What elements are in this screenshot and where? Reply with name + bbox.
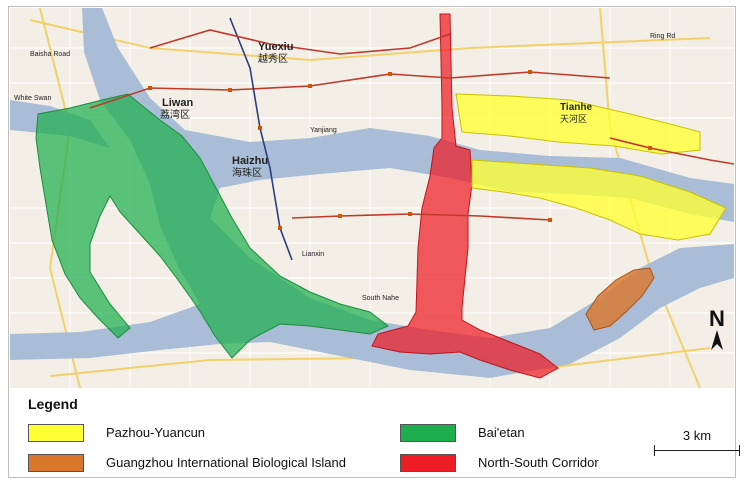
metro-stations xyxy=(148,70,652,230)
district-label-haizhu: Haizhu xyxy=(232,155,268,167)
place-label-south-nahe: South Nahe xyxy=(362,295,399,302)
legend-item-biological-island: Guangzhou International Biological Islan… xyxy=(28,454,398,474)
map-canvas: Liwan 荔湾区 Yuexiu 越秀区 Haizhu 海珠区 Tianhe 天… xyxy=(10,8,734,388)
road-label-ring: Ring Rd xyxy=(650,33,675,40)
scale-bar-tick-left xyxy=(654,445,655,456)
legend-item-pazhou-yuancun: Pazhou-Yuancun xyxy=(28,424,358,444)
legend-label-north-south-corridor: North-South Corridor xyxy=(478,455,599,470)
district-label-yuexiu-cn: 越秀区 xyxy=(258,52,288,65)
district-label-yuexiu: Yuexiu xyxy=(258,41,293,53)
road-label-yanjiang: Yanjiang xyxy=(310,127,337,134)
metro-lines xyxy=(89,17,734,261)
district-label-tianhe: Tianhe xyxy=(560,102,592,113)
road-label-baisha: Baisha Road xyxy=(30,51,70,58)
biological-island-zone[interactable] xyxy=(585,267,655,331)
legend-swatch-baietan xyxy=(400,424,456,442)
legend-item-baietan: Bai'etan xyxy=(400,424,620,444)
district-label-haizhu-cn: 海珠区 xyxy=(232,166,262,179)
north-arrow-letter: N xyxy=(709,306,725,331)
district-label-liwan-cn: 荔湾区 xyxy=(160,108,190,121)
scale-bar: 3 km xyxy=(654,426,740,456)
legend-swatch-biological-island xyxy=(28,454,84,472)
district-label-tianhe-cn: 天河区 xyxy=(560,113,587,124)
legend-panel: Legend Pazhou-Yuancun Guangzhou Internat… xyxy=(10,390,740,476)
scale-bar-label: 3 km xyxy=(682,428,712,443)
baietan-zone[interactable] xyxy=(35,93,389,359)
district-label-liwan: Liwan xyxy=(162,97,193,109)
legend-item-north-south-corridor: North-South Corridor xyxy=(400,454,640,474)
legend-label-baietan: Bai'etan xyxy=(478,425,525,440)
legend-swatch-north-south-corridor xyxy=(400,454,456,472)
map-area[interactable]: Liwan 荔湾区 Yuexiu 越秀区 Haizhu 海珠区 Tianhe 天… xyxy=(10,8,734,388)
legend-title: Legend xyxy=(28,396,78,412)
legend-swatch-pazhou-yuancun xyxy=(28,424,84,442)
pazhou-yuancun-zone-north[interactable] xyxy=(455,93,701,155)
place-label-lianxin: Lianxin xyxy=(302,251,324,258)
north-arrow: N xyxy=(704,306,730,356)
legend-label-pazhou-yuancun: Pazhou-Yuancun xyxy=(106,425,206,440)
scale-bar-tick-right xyxy=(739,445,740,456)
legend-label-biological-island: Guangzhou International Biological Islan… xyxy=(106,455,346,470)
place-label-white-swan: White Swan xyxy=(14,95,51,102)
north-arrow-icon xyxy=(711,330,723,350)
pazhou-yuancun-zone-south[interactable] xyxy=(471,159,727,241)
scale-bar-line xyxy=(654,450,740,451)
